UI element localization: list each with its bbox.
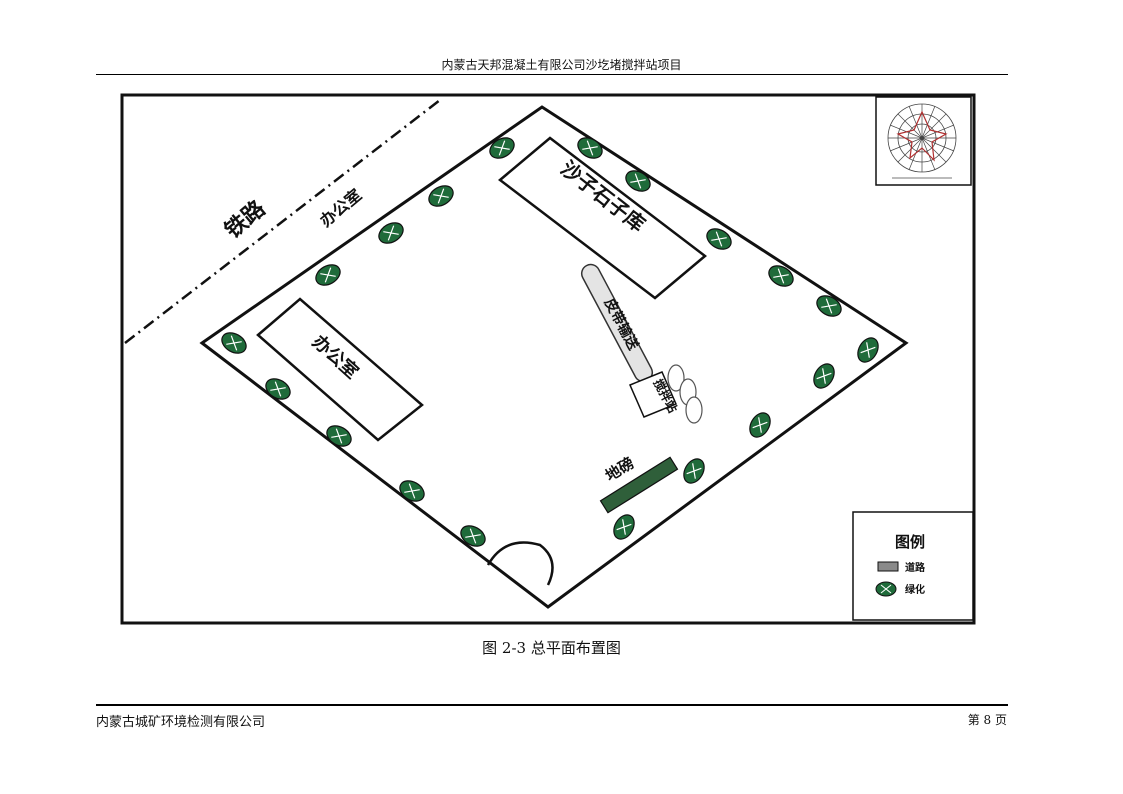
greenery-icon [613, 514, 635, 540]
legend-road-label: 道路 [905, 561, 926, 574]
footer-company: 内蒙古城矿环境检测有限公司 [96, 715, 266, 730]
greenery-icon [315, 264, 341, 286]
legend-title: 图例 [895, 533, 925, 551]
page-number: 第 8 页 [967, 713, 1007, 727]
greenery-icon [857, 337, 879, 363]
greenery-icon [768, 265, 794, 287]
greenery-icon [326, 425, 352, 447]
greenery-icon [460, 525, 486, 547]
greenery-icon [816, 295, 842, 317]
greenery-icon [749, 412, 771, 438]
greenery-markers [221, 137, 879, 547]
legend: 图例 道路 绿化 [852, 511, 974, 621]
railway-line [124, 99, 441, 344]
greenery-icon [577, 137, 603, 159]
wind-rose-icon [875, 96, 972, 186]
greenery-icon [875, 581, 897, 597]
header-rule [96, 74, 1008, 75]
greenery-icon [221, 332, 247, 354]
document-header-title: 内蒙古天邦混凝土有限公司沙圪堵搅拌站项目 [441, 58, 682, 72]
legend-greenery-label: 绿化 [905, 583, 925, 596]
site-plan: 铁路 办公室 沙子石子库 办公室 皮带输送 搅拌站 地磅 [120, 93, 976, 625]
site-boundary [199, 105, 909, 609]
greenery-icon [625, 170, 651, 192]
greenery-icon [399, 480, 425, 502]
greenery-icon [706, 228, 732, 250]
greenery-icon [265, 378, 291, 400]
gate-arch [486, 541, 554, 586]
greenery-icon [813, 363, 835, 389]
greenery-icon [683, 458, 705, 484]
greenery-icon [489, 137, 515, 159]
footer-rule [96, 704, 1008, 706]
greenery-icon [378, 222, 404, 244]
greenery-icon [428, 185, 454, 207]
figure-caption: 图 2-3 总平面布置图 [482, 639, 621, 657]
road-swatch-icon [877, 561, 899, 572]
office-building: 办公室 [256, 297, 424, 442]
